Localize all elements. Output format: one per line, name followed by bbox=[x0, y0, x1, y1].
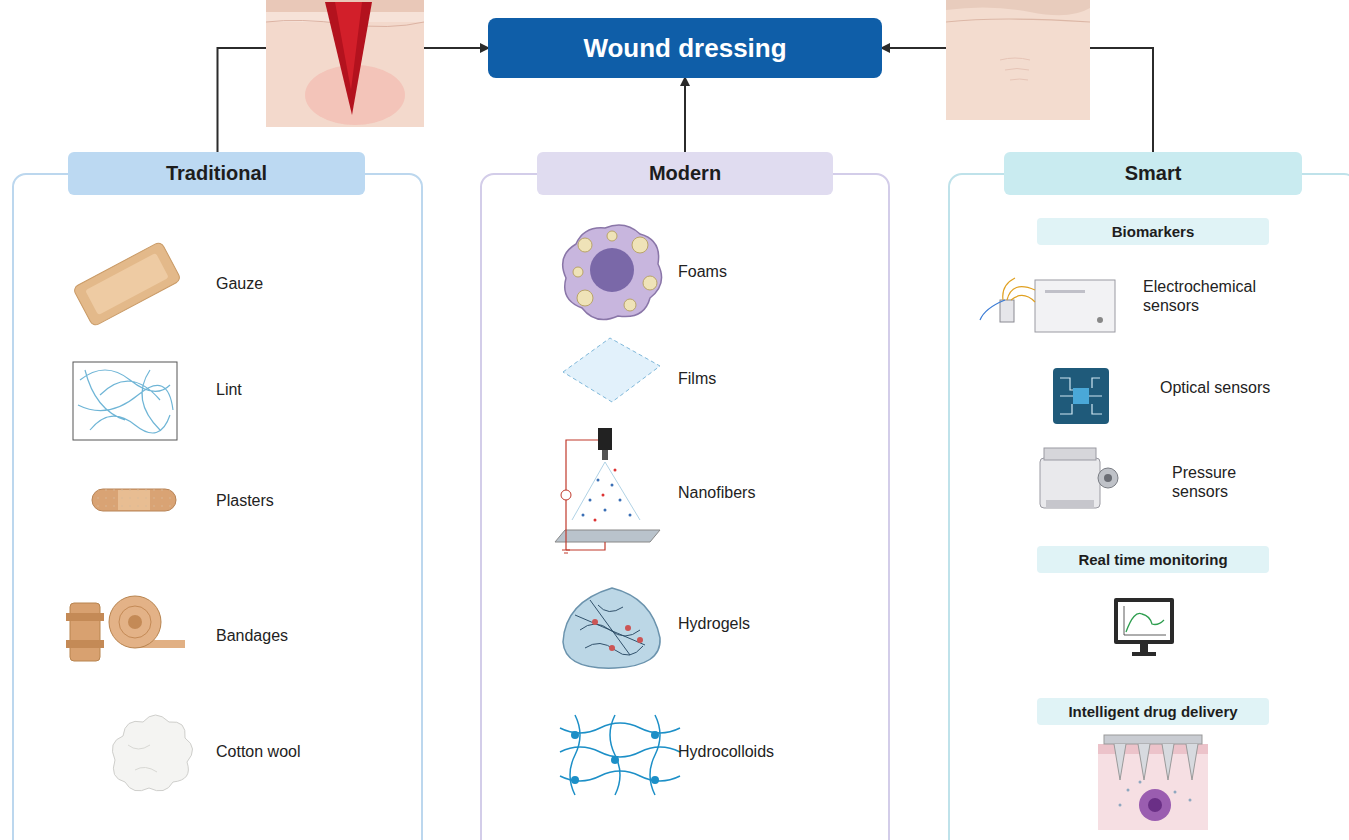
item-label: Gauze bbox=[216, 274, 263, 293]
item-label: Electrochemical sensors bbox=[1143, 277, 1283, 315]
subheading-box: Biomarkers bbox=[1037, 218, 1269, 245]
item-label: Pressure sensors bbox=[1172, 463, 1252, 501]
box-label: Real time monitoring bbox=[1078, 551, 1227, 568]
healed-skin bbox=[946, 0, 1090, 120]
electrochemical-device-icon bbox=[980, 278, 1115, 332]
item-label: Hydrogels bbox=[678, 614, 750, 633]
subheading-box: Intelligent drug delivery bbox=[1037, 698, 1269, 725]
nanofiber-icon bbox=[555, 428, 660, 553]
item-label: Optical sensors bbox=[1160, 378, 1270, 397]
optical-chip-icon bbox=[1053, 368, 1109, 424]
panel-tab: Modern bbox=[537, 152, 833, 195]
film-icon bbox=[563, 338, 660, 402]
wounded-skin bbox=[266, 0, 424, 127]
subheading-box: Real time monitoring bbox=[1037, 546, 1269, 573]
monitor-icon bbox=[1114, 598, 1174, 656]
microneedle-icon bbox=[1098, 735, 1208, 830]
panel-heading: Modern bbox=[649, 162, 721, 185]
panel-tab: Smart bbox=[1004, 152, 1302, 195]
box-label: Wound dressing bbox=[583, 33, 786, 64]
item-label: Lint bbox=[216, 380, 242, 399]
hydrocolloid-icon bbox=[560, 715, 680, 795]
item-label: Bandages bbox=[216, 626, 288, 645]
category-panel: SmartBiomarkersReal time monitoringIntel… bbox=[948, 152, 1349, 840]
cotton-wool-icon bbox=[112, 715, 192, 791]
box-label: Intelligent drug delivery bbox=[1068, 703, 1237, 720]
title-box: Wound dressing bbox=[488, 18, 882, 78]
pressure-pump-icon bbox=[1040, 448, 1118, 508]
box-label: Biomarkers bbox=[1112, 223, 1195, 240]
item-label: Nanofibers bbox=[678, 483, 755, 502]
panel-tab: Traditional bbox=[68, 152, 365, 195]
bandage-icon bbox=[66, 596, 185, 661]
plaster-icon bbox=[92, 489, 176, 511]
item-label: Hydrocolloids bbox=[678, 742, 774, 761]
item-label: Plasters bbox=[216, 491, 274, 510]
item-label: Cotton wool bbox=[216, 742, 301, 761]
panel-frame bbox=[948, 173, 1349, 840]
connector-arrow bbox=[684, 78, 686, 152]
item-label: Films bbox=[678, 369, 716, 388]
hydrogel-icon bbox=[563, 588, 660, 668]
item-label: Foams bbox=[678, 262, 727, 281]
panel-heading: Traditional bbox=[166, 162, 267, 185]
panel-heading: Smart bbox=[1125, 162, 1182, 185]
foam-icon bbox=[563, 225, 662, 319]
gauze-icon bbox=[73, 241, 182, 327]
lint-icon bbox=[73, 362, 177, 440]
